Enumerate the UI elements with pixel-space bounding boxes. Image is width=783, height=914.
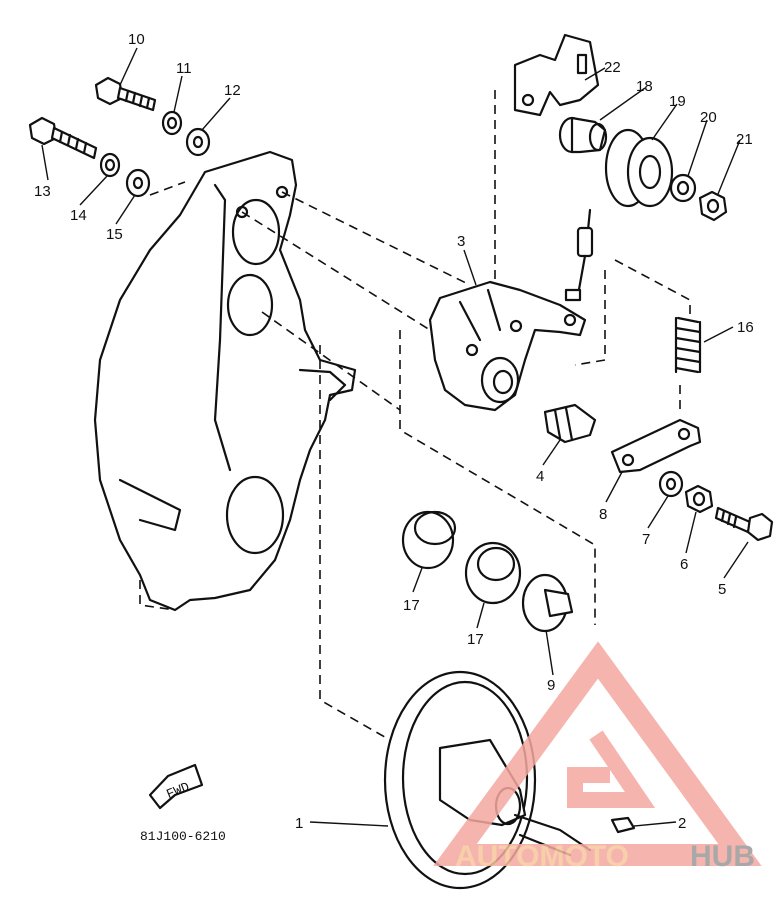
fwd-arrow-tag: FWD	[148, 763, 204, 810]
housing	[93, 150, 357, 612]
callout-21: 21	[736, 131, 753, 148]
callout-2: 2	[678, 815, 686, 832]
part-15-washer	[125, 168, 151, 198]
part-9-shoulder-washer	[521, 573, 574, 633]
callout-8: 8	[599, 506, 607, 523]
part-20-washer	[669, 173, 697, 203]
watermark-text-automoto: AUTOMOTO	[455, 840, 629, 873]
callout-20: 20	[700, 109, 717, 126]
watermark-g-mark	[567, 730, 656, 808]
callout-14: 14	[70, 207, 87, 224]
watermark-text-hub: HUB	[690, 840, 755, 873]
callout-12: 12	[224, 82, 241, 99]
part-16-spring	[674, 316, 702, 374]
callout-17b: 17	[467, 631, 484, 648]
callout-16: 16	[737, 319, 754, 336]
callout-1: 1	[295, 815, 303, 832]
part-18-collar	[558, 116, 608, 154]
callout-17a: 17	[403, 597, 420, 614]
part-11-lock-washer	[161, 110, 183, 136]
callout-4: 4	[536, 468, 544, 485]
callout-15: 15	[106, 226, 123, 243]
part-5-bolt	[714, 506, 774, 542]
callout-labels: 10 11 12 13 14 15 22 18 19 20 21 3 16 4 …	[34, 31, 754, 832]
part-code: 81J100-6210	[140, 829, 226, 844]
part-17-bushing-a	[401, 510, 457, 570]
callout-7: 7	[642, 531, 650, 548]
callout-19: 19	[669, 93, 686, 110]
callout-13: 13	[34, 183, 51, 200]
part-8-lever-plate	[610, 418, 702, 474]
part-22-bracket	[513, 33, 600, 117]
part-2-key	[610, 816, 636, 834]
part-21-nut	[698, 190, 728, 222]
part-13-bolt	[28, 116, 98, 160]
callout-10: 10	[128, 31, 145, 48]
part-4-slider	[543, 403, 597, 444]
watermark-triangle	[433, 641, 762, 866]
part-7-washer	[658, 470, 684, 498]
part-10-bolt	[94, 76, 157, 112]
watermark-logo: AUTOMOTO HUB	[433, 641, 762, 873]
part-19-pulley	[604, 128, 674, 208]
callout-5: 5	[718, 581, 726, 598]
cable-end	[564, 208, 594, 302]
part-3-arm-bracket	[428, 280, 587, 412]
callout-22: 22	[604, 59, 621, 76]
callout-leaders	[41, 47, 749, 827]
part-17-bushing-b	[464, 541, 522, 605]
callout-11: 11	[176, 60, 192, 77]
callout-18: 18	[636, 78, 653, 95]
callout-9: 9	[547, 677, 555, 694]
callout-6: 6	[680, 556, 688, 573]
callout-3: 3	[457, 233, 465, 250]
part-6-nut	[684, 484, 714, 514]
assembly-dash-lines	[139, 90, 691, 741]
part-14-lock-washer	[99, 152, 121, 178]
part-12-washer	[185, 127, 211, 157]
